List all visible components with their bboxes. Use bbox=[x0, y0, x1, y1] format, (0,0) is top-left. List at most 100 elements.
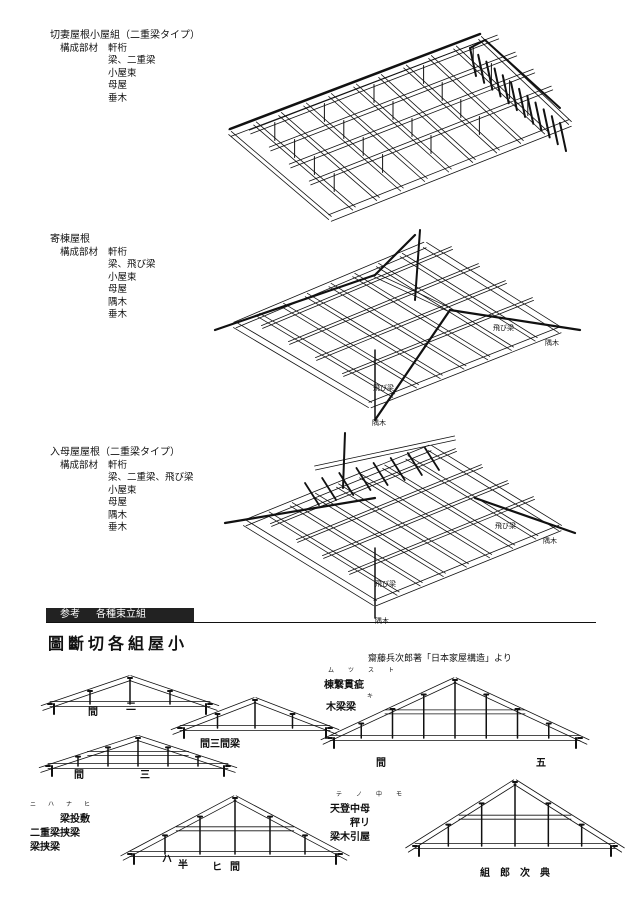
truss-caption: 天登中母 bbox=[330, 802, 370, 815]
timber-line bbox=[322, 480, 508, 557]
label-hip-rafter: 隅木 bbox=[545, 338, 559, 347]
timber-line bbox=[361, 474, 493, 555]
timber-line bbox=[310, 89, 554, 186]
timber-line bbox=[315, 492, 446, 574]
timber-line bbox=[253, 124, 354, 211]
timber-line bbox=[255, 121, 356, 208]
members-label: 構成部材 bbox=[60, 246, 99, 258]
timber-line bbox=[288, 68, 534, 165]
timber-line bbox=[330, 282, 467, 367]
timber-line bbox=[248, 34, 498, 131]
member-item: 小屋束 bbox=[108, 67, 137, 79]
timber-line bbox=[291, 502, 423, 583]
timber-line bbox=[375, 530, 562, 607]
label-flying-beam: 飛び梁 bbox=[375, 579, 396, 588]
timber-line bbox=[136, 739, 236, 773]
member-item: 軒桁 bbox=[108, 246, 128, 258]
truss-caption: 梁投敷 bbox=[59, 812, 91, 825]
timber-line bbox=[343, 299, 534, 377]
timber-line bbox=[518, 87, 527, 118]
timber-line bbox=[296, 464, 482, 541]
member-item: 垂木 bbox=[108, 309, 128, 320]
timber-line bbox=[40, 739, 140, 773]
timber-line bbox=[405, 64, 500, 151]
timber-line bbox=[228, 134, 330, 220]
member-item: 母屋 bbox=[108, 80, 128, 91]
timber-line bbox=[250, 38, 500, 135]
member-item: 梁、二重梁 bbox=[108, 55, 156, 66]
timber-line bbox=[384, 464, 516, 546]
timber-line bbox=[233, 327, 369, 408]
gable-roof-title: 切妻屋根小屋組（二重梁タイプ） bbox=[50, 30, 200, 41]
timber-line bbox=[380, 74, 476, 160]
kana: ノ bbox=[356, 791, 362, 798]
timber-line bbox=[320, 677, 455, 741]
timber-line bbox=[280, 112, 380, 198]
timber-line bbox=[270, 55, 518, 152]
timber-line bbox=[406, 452, 423, 476]
hip-roof-block: 寄棟屋根 構成部材軒桁 梁、飛び梁 小屋束 母屋 隅木 垂木 bbox=[50, 234, 156, 322]
timber-line bbox=[330, 125, 572, 222]
timber-line bbox=[342, 297, 533, 375]
members-label: 構成部材 bbox=[60, 42, 99, 54]
timber-line bbox=[306, 292, 443, 376]
timber-line bbox=[354, 272, 491, 357]
member-item: 軒桁 bbox=[108, 42, 128, 54]
timber-line bbox=[348, 496, 534, 573]
truss-caption: 秤リ bbox=[350, 816, 370, 829]
timber-line bbox=[526, 94, 535, 125]
label-hip-rafter: 隅木 bbox=[372, 418, 386, 427]
timber-line bbox=[509, 81, 518, 112]
timber-line bbox=[430, 55, 524, 141]
timber-line bbox=[42, 679, 132, 711]
truss-caption: 梁木引屋 bbox=[329, 830, 370, 843]
timber-line bbox=[370, 332, 562, 409]
timber-line bbox=[405, 779, 515, 849]
member-item: 母屋 bbox=[108, 284, 128, 295]
section-tag-prefix: 参考 bbox=[60, 609, 80, 620]
timber-line bbox=[122, 799, 237, 861]
timber-line bbox=[233, 241, 425, 323]
timber-line bbox=[550, 115, 559, 146]
member-item: 垂木 bbox=[108, 522, 128, 533]
member-item: 母屋 bbox=[108, 497, 128, 508]
timber-line bbox=[315, 439, 456, 471]
timber-line bbox=[303, 105, 402, 192]
truss-caption: 木梁梁 bbox=[325, 700, 357, 713]
gable-roof-framing-drawing bbox=[228, 32, 572, 222]
timber-line bbox=[515, 779, 625, 849]
timber-line bbox=[297, 466, 483, 543]
hip-roof-framing-drawing: 飛び梁 隅木 飛び梁 隅木 bbox=[213, 229, 582, 427]
truss-label: 次 bbox=[520, 866, 530, 879]
timber-line bbox=[308, 85, 552, 182]
timber-line bbox=[407, 783, 517, 853]
timber-line bbox=[316, 282, 507, 361]
member-item: 軒桁 bbox=[108, 459, 128, 471]
truss-label: ハ bbox=[162, 854, 172, 865]
timber-line bbox=[278, 115, 378, 201]
timber-line bbox=[342, 432, 346, 489]
timber-line bbox=[315, 280, 506, 359]
timber-line bbox=[330, 93, 428, 179]
timber-line bbox=[424, 447, 440, 471]
timber-line bbox=[428, 450, 559, 531]
members-label: 構成部材 bbox=[60, 459, 99, 471]
timber-line bbox=[375, 272, 452, 309]
kana: ツ bbox=[348, 667, 354, 674]
timber-line bbox=[246, 520, 377, 601]
timber-line bbox=[40, 675, 130, 707]
label-flying-beam: 飛び梁 bbox=[373, 383, 394, 392]
timber-line bbox=[305, 102, 404, 189]
member-item: 梁、飛び梁 bbox=[108, 259, 156, 270]
truss-label: 五 bbox=[536, 757, 546, 769]
kana: ト bbox=[388, 667, 394, 674]
timber-line bbox=[323, 482, 509, 559]
hip-roof-title: 寄棟屋根 bbox=[50, 234, 90, 245]
timber-line bbox=[469, 39, 486, 49]
hip-gable-roof-framing-drawing: 飛び梁 隅木 飛び梁 隅木 bbox=[223, 432, 577, 625]
truss-label: 半 bbox=[178, 858, 188, 871]
member-item: 隅木 bbox=[108, 509, 128, 521]
timber-line bbox=[428, 58, 522, 144]
timber-line bbox=[228, 32, 482, 131]
timber-line bbox=[283, 302, 419, 385]
